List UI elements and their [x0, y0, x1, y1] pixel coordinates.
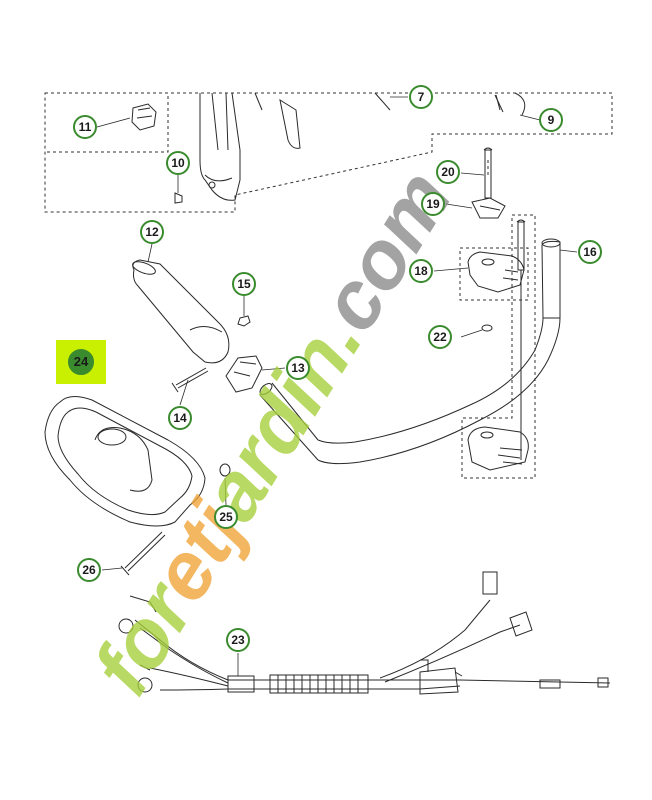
callout-circle: [168, 406, 192, 430]
part-15-nut-drawing: [237, 315, 251, 327]
part-26-screw-drawing: [124, 531, 166, 572]
callout-19: 19: [421, 192, 445, 216]
callout-circle: [286, 356, 310, 380]
upper-parts: [131, 92, 526, 204]
part-11-box: [45, 96, 169, 153]
callout-label: 13: [291, 361, 305, 375]
grip-parts: [132, 259, 263, 393]
part-25-washer-drawing: [219, 463, 231, 477]
callout-circle: [68, 349, 94, 375]
callout-23: 23: [226, 628, 250, 652]
watermark-segment: ardin.: [185, 298, 380, 536]
callout-circle: [166, 151, 190, 175]
callout-10: 10: [166, 151, 190, 175]
dashed-boundaries: [44, 92, 613, 479]
guard-parts: [44, 396, 231, 576]
callout-25: 25: [214, 505, 238, 529]
callout-circle: [539, 108, 563, 132]
callout-label: 12: [145, 225, 159, 239]
callout-label: 11: [79, 120, 92, 134]
callout-layer: 7 9 11 10 20 19 12 16 18 15 22 24 13 14 25 26 23: [56, 85, 602, 652]
callout-label: 16: [583, 245, 597, 259]
callout-label: 26: [82, 563, 96, 577]
callout-circle: [73, 115, 97, 139]
callout-22: 22: [428, 325, 452, 349]
callout-circle: [428, 325, 452, 349]
callout-26: 26: [77, 558, 101, 582]
callout-label: 14: [173, 411, 187, 425]
callout-24: 24: [56, 340, 106, 384]
callout-11: 11: [73, 115, 97, 139]
part-10-drawing: [174, 192, 183, 204]
clamp-parts: [467, 147, 529, 471]
callout-circle: [214, 505, 238, 529]
callout-circle: [436, 160, 460, 184]
part-24-loop-guard-drawing: [44, 396, 206, 527]
part-22-washer-drawing: [481, 324, 493, 332]
callout-20: 20: [436, 160, 460, 184]
callout-circle: [140, 220, 164, 244]
callout-label: 24: [74, 354, 89, 369]
upper-assembly-boundary: [44, 92, 613, 213]
callout-9: 9: [539, 108, 563, 132]
handlebar-drawing: [259, 238, 561, 465]
callout-7: 7: [409, 85, 433, 109]
part-19-clip-drawing: [471, 197, 506, 219]
callout-12: 12: [140, 220, 164, 244]
callout-circle: [421, 192, 445, 216]
lower-clamp-drawing: [467, 426, 529, 471]
part-13-block-drawing: [225, 355, 263, 393]
callout-label: 15: [237, 277, 251, 291]
callout-label: 19: [426, 197, 440, 211]
callout-label: 22: [433, 330, 447, 344]
callout-circle: [409, 259, 433, 283]
callout-label: 20: [441, 165, 455, 179]
callout-14: 14: [168, 406, 192, 430]
callout-label: 9: [548, 113, 555, 127]
shaft-housing-drawing: [199, 92, 241, 201]
callout-circle: [226, 628, 250, 652]
callout-circle: [409, 85, 433, 109]
part-14-screw-drawing: [175, 367, 209, 389]
callout-circle: [578, 240, 602, 264]
callout-16: 16: [578, 240, 602, 264]
callout-13: 13: [286, 356, 310, 380]
callout-circle: [232, 272, 256, 296]
part-12-grip-drawing: [132, 259, 230, 364]
callout-label: 23: [231, 633, 245, 647]
callout-label: 10: [171, 156, 185, 170]
callout-label: 18: [414, 264, 428, 278]
callout-18: 18: [409, 259, 433, 283]
callout-label: 25: [219, 510, 233, 524]
part-11-drawing: [131, 103, 157, 131]
leader-lines: [96, 96, 578, 676]
callout-circle: [77, 558, 101, 582]
long-screw-drawing: [517, 221, 525, 271]
callout-15: 15: [232, 272, 256, 296]
wire-harness-drawing: [118, 571, 611, 695]
clamp-assembly-boundary: [461, 214, 536, 479]
callout-label: 7: [418, 90, 425, 104]
